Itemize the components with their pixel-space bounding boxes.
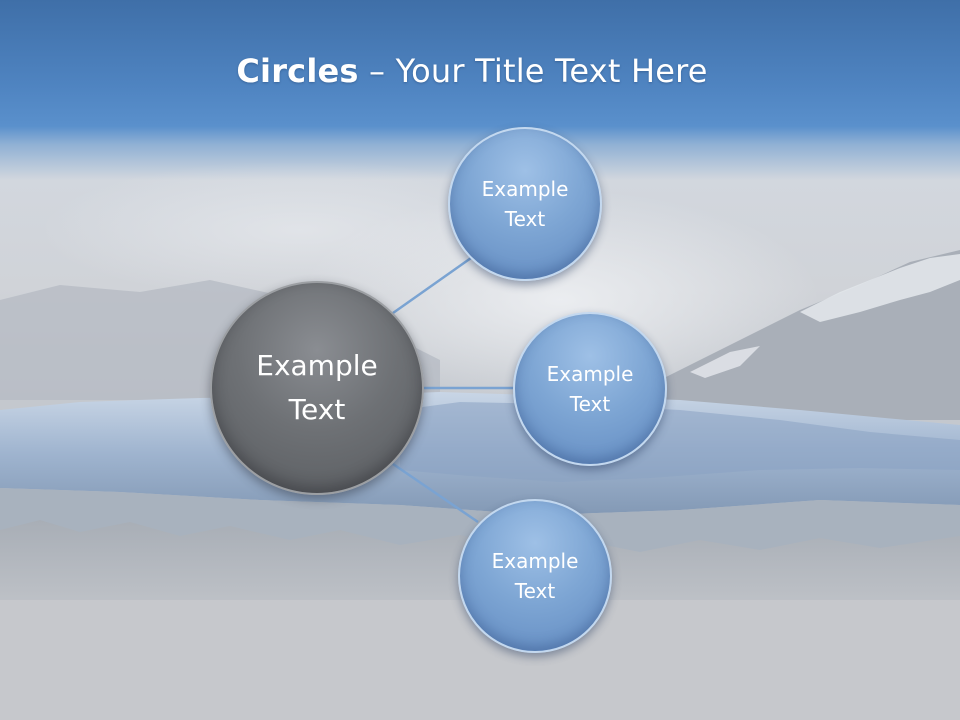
slide-title-rest: – Your Title Text Here bbox=[358, 52, 708, 90]
node-circle-bottom[interactable]: Example Text bbox=[458, 499, 612, 653]
connector-top bbox=[392, 256, 472, 315]
center-circle-label: Example Text bbox=[248, 344, 385, 432]
node-circle-top[interactable]: Example Text bbox=[448, 127, 602, 281]
center-circle-line2: Text bbox=[288, 393, 346, 426]
slide-title-bold: Circles bbox=[236, 52, 359, 90]
node-circle-middle[interactable]: Example Text bbox=[513, 312, 667, 466]
node-circle-bottom-line2: Text bbox=[514, 579, 556, 603]
node-circle-top-label: Example Text bbox=[474, 174, 577, 234]
node-circle-bottom-label: Example Text bbox=[484, 546, 587, 606]
connector-bottom bbox=[392, 462, 479, 524]
center-circle-line1: Example bbox=[256, 349, 378, 382]
node-circle-bottom-line1: Example bbox=[491, 549, 579, 573]
slide-title: Circles – Your Title Text Here bbox=[0, 52, 944, 90]
node-circle-middle-line1: Example bbox=[546, 362, 634, 386]
node-circle-top-line1: Example bbox=[481, 177, 569, 201]
node-circle-top-line2: Text bbox=[504, 207, 546, 231]
center-circle[interactable]: Example Text bbox=[210, 281, 424, 495]
node-circle-middle-line2: Text bbox=[569, 392, 611, 416]
node-circle-middle-label: Example Text bbox=[539, 359, 642, 419]
